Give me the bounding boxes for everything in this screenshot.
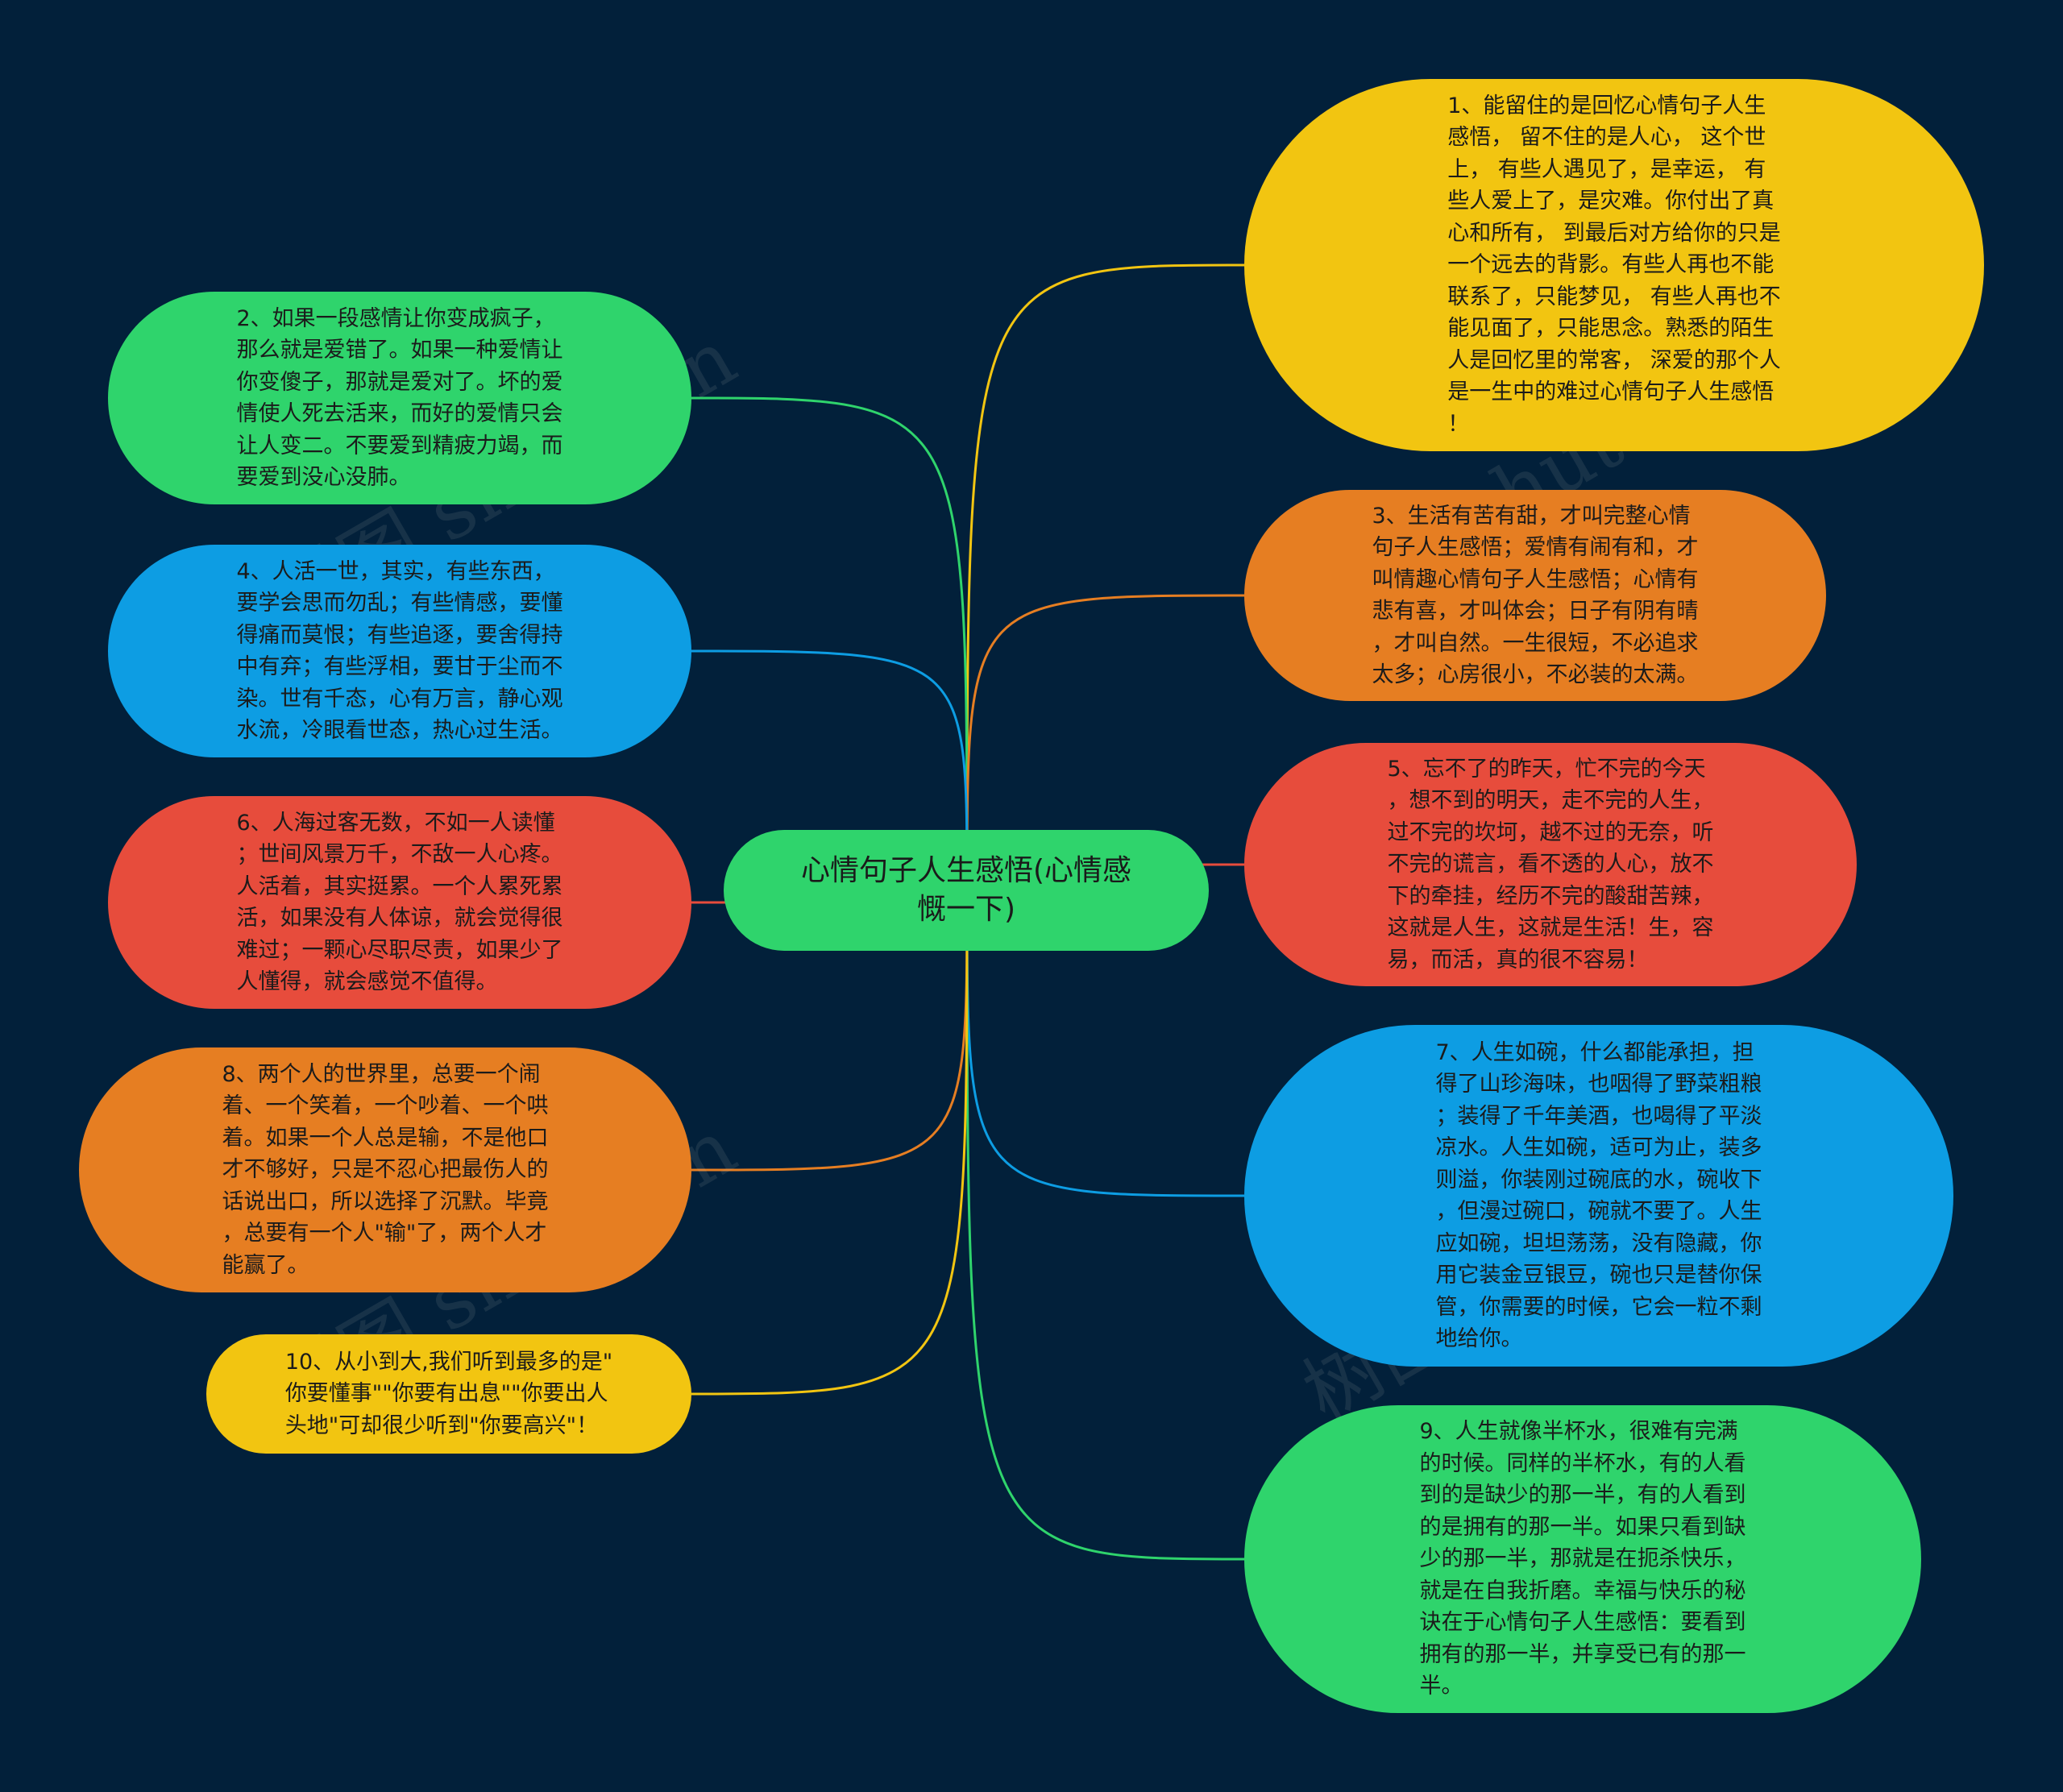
topic-node-10[interactable]: 10、从小到大,我们听到最多的是" 你要懂事""你要有出息""你要出人 头地"可… [206, 1334, 691, 1454]
topic-node-5[interactable]: 5、忘不了的昨天，忙不完的今天 ，想不到的明天，走不完的人生， 过不完的坎坷，越… [1244, 743, 1857, 986]
topic-text-1: 1、能留住的是回忆心情句子人生 感悟， 留不住的是人心， 这个世 上， 有些人遇… [1447, 93, 1781, 437]
central-topic[interactable]: 心情句子人生感悟(心情感 慨一下) [724, 830, 1209, 951]
connector-n10 [691, 890, 969, 1396]
topic-node-7[interactable]: 7、人生如碗，什么都能承担，担 得了山珍海味，也咽得了野菜粗粮 ；装得了千年美酒… [1244, 1025, 1953, 1367]
central-topic-text: 心情句子人生感悟(心情感 慨一下) [800, 854, 1132, 926]
connector-n4 [691, 649, 969, 891]
connector-n2 [691, 396, 969, 891]
connector-n3 [965, 594, 1245, 891]
topic-node-3[interactable]: 3、生活有苦有甜，才叫完整心情 句子人生感悟；爱情有闹有和，才 叫情趣心情句子人… [1244, 490, 1826, 701]
topic-text-6: 6、人海过客无数，不如一人读懂 ；世间风景万千，不敌一人心疼。 人活着，其实挺累… [236, 810, 563, 995]
topic-node-1[interactable]: 1、能留住的是回忆心情句子人生 感悟， 留不住的是人心， 这个世 上， 有些人遇… [1244, 79, 1984, 451]
topic-node-2[interactable]: 2、如果一段感情让你变成疯子， 那么就是爱错了。如果一种爱情让 你变傻子，那就是… [108, 292, 691, 504]
topic-text-4: 4、人活一世，其实，有些东西， 要学会思而勿乱；有些情感，要懂 得痛而莫恨；有些… [236, 558, 563, 744]
topic-text-10: 10、从小到大,我们听到最多的是" 你要懂事""你要有出息""你要出人 头地"可… [284, 1349, 613, 1438]
topic-text-3: 3、生活有苦有甜，才叫完整心情 句子人生感悟；爱情有闹有和，才 叫情趣心情句子人… [1372, 503, 1699, 688]
topic-text-9: 9、人生就像半杯水，很难有完满 的时候。同样的半杯水，有的人看 到的是缺少的那一… [1419, 1419, 1746, 1699]
topic-node-9[interactable]: 9、人生就像半杯水，很难有完满 的时候。同样的半杯水，有的人看 到的是缺少的那一… [1244, 1405, 1921, 1713]
topic-node-4[interactable]: 4、人活一世，其实，有些东西， 要学会思而勿乱；有些情感，要懂 得痛而莫恨；有些… [108, 545, 691, 757]
topic-text-5: 5、忘不了的昨天，忙不完的今天 ，想不到的明天，走不完的人生， 过不完的坎坷，越… [1387, 756, 1714, 973]
topic-text-7: 7、人生如碗，什么都能承担，担 得了山珍海味，也咽得了野菜粗粮 ；装得了千年美酒… [1435, 1039, 1762, 1352]
topic-text-8: 8、两个人的世界里，总要一个闹 着、一个笑着，一个吵着、一个哄 着。如果一个人总… [222, 1061, 549, 1278]
connector-n1 [965, 263, 1245, 891]
topic-text-2: 2、如果一段感情让你变成疯子， 那么就是爱错了。如果一种爱情让 你变傻子，那就是… [236, 305, 563, 491]
topic-node-6[interactable]: 6、人海过客无数，不如一人读懂 ；世间风景万千，不敌一人心疼。 人活着，其实挺累… [108, 796, 691, 1009]
connector-n9 [965, 890, 1245, 1561]
topic-node-8[interactable]: 8、两个人的世界里，总要一个闹 着、一个笑着，一个吵着、一个哄 着。如果一个人总… [79, 1047, 691, 1292]
